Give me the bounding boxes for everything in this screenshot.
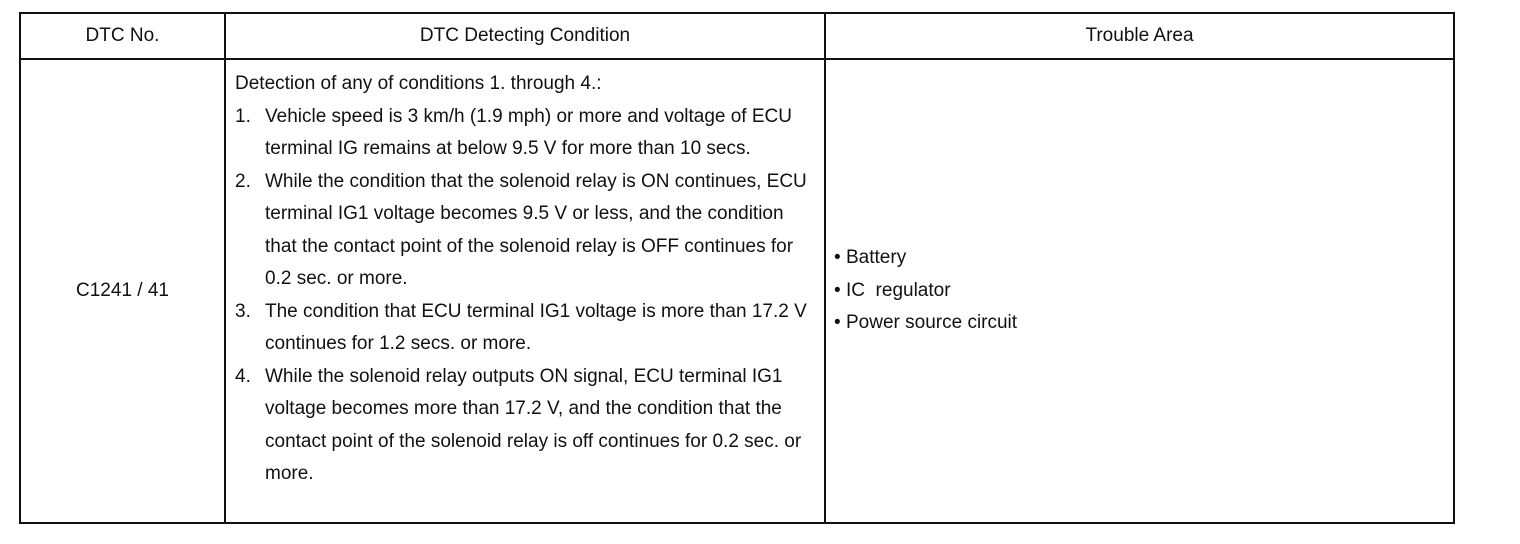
header-detecting-condition: DTC Detecting Condition	[224, 12, 826, 60]
trouble-area-item: •Power source circuit	[834, 307, 1445, 340]
trouble-area-list: •Battery •IC regulator •Power source cir…	[834, 242, 1445, 340]
table-body: C1241 / 41 Detection of any of condition…	[19, 58, 1455, 524]
condition-text: While the condition that the solenoid re…	[265, 170, 807, 290]
condition-text: The condition that ECU terminal IG1 volt…	[265, 300, 807, 355]
condition-intro: Detection of any of conditions 1. throug…	[235, 73, 602, 94]
trouble-area-cell: •Battery •IC regulator •Power source cir…	[824, 58, 1455, 524]
trouble-area-label: Battery	[846, 247, 907, 269]
detecting-condition-cell: Detection of any of conditions 1. throug…	[224, 58, 826, 524]
table-header: DTC No. DTC Detecting Condition Trouble …	[19, 12, 1455, 60]
table-row: C1241 / 41 Detection of any of condition…	[19, 58, 1455, 524]
dtc-number-cell: C1241 / 41	[19, 58, 226, 524]
condition-number: 3.	[235, 300, 251, 322]
condition-item: 3. The condition that ECU terminal IG1 v…	[235, 296, 816, 361]
trouble-area-item: •Battery	[834, 242, 1445, 275]
header-dtc-no: DTC No.	[19, 12, 226, 60]
header-trouble-area: Trouble Area	[824, 12, 1455, 60]
condition-number: 2.	[235, 170, 251, 192]
trouble-area-label: Power source circuit	[846, 312, 1018, 334]
condition-item: 4. While the solenoid relay outputs ON s…	[235, 361, 816, 491]
bullet-icon: •	[834, 279, 841, 301]
bullet-icon: •	[834, 312, 841, 334]
trouble-area-label: IC regulator	[846, 279, 951, 301]
trouble-area-item: •IC regulator	[834, 275, 1445, 308]
bullet-icon: •	[834, 247, 841, 269]
dtc-table: DTC No. DTC Detecting Condition Trouble …	[19, 12, 1455, 524]
condition-text: While the solenoid relay outputs ON sign…	[265, 365, 802, 485]
condition-list: 1. Vehicle speed is 3 km/h (1.9 mph) or …	[235, 101, 816, 491]
condition-number: 1.	[235, 105, 251, 127]
condition-text: Vehicle speed is 3 km/h (1.9 mph) or mor…	[265, 105, 792, 160]
condition-item: 1. Vehicle speed is 3 km/h (1.9 mph) or …	[235, 101, 816, 166]
header-row: DTC No. DTC Detecting Condition Trouble …	[19, 12, 1455, 60]
condition-number: 4.	[235, 365, 251, 387]
condition-item: 2. While the condition that the solenoid…	[235, 166, 816, 296]
